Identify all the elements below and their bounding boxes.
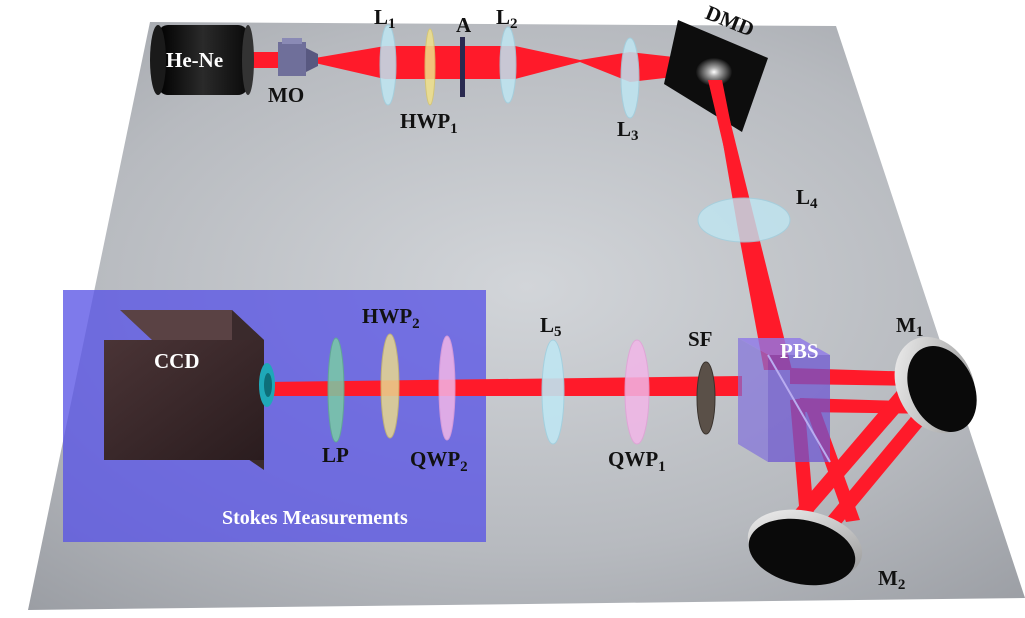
quarter-wave-plate-2 bbox=[438, 335, 456, 441]
mirror-m1 bbox=[894, 336, 977, 434]
label-lp: LP bbox=[322, 443, 349, 467]
lens-l3 bbox=[620, 37, 640, 119]
quarter-wave-plate-1 bbox=[624, 339, 650, 445]
aperture bbox=[460, 37, 465, 97]
label-qwp1: QWP1 bbox=[608, 447, 666, 475]
label-m2: M2 bbox=[878, 566, 905, 593]
label-a: A bbox=[456, 13, 472, 37]
ccd-camera bbox=[104, 310, 275, 470]
beam-m1-to-m2-2 bbox=[822, 394, 944, 530]
lens-l1 bbox=[379, 24, 397, 106]
half-wave-plate-2 bbox=[380, 333, 400, 439]
beam-dmd-to-pbs-2 bbox=[712, 80, 752, 230]
label-mo: MO bbox=[268, 83, 304, 107]
dmd bbox=[664, 20, 768, 132]
polarizing-beam-splitter bbox=[738, 338, 831, 463]
he-ne-laser bbox=[150, 25, 254, 95]
microscope-objective bbox=[278, 38, 318, 76]
label-qwp2: QWP2 bbox=[410, 447, 468, 475]
label-hwp1: HWP1 bbox=[400, 109, 458, 137]
beam-m1-to-m2 bbox=[792, 378, 924, 520]
half-wave-plate-1 bbox=[424, 28, 436, 106]
lens-l2 bbox=[499, 26, 517, 104]
lens-l5 bbox=[541, 339, 565, 445]
label-stokes-measurements: Stokes Measurements bbox=[222, 507, 408, 529]
lens-l4 bbox=[697, 197, 791, 243]
label-l4: L4 bbox=[796, 185, 818, 212]
label-l1: L1 bbox=[374, 5, 396, 32]
beam-dmd-to-pbs-3 bbox=[738, 230, 780, 370]
label-l5: L5 bbox=[540, 313, 562, 340]
label-m1: M1 bbox=[896, 313, 923, 340]
label-he-ne: He-Ne bbox=[166, 48, 223, 72]
mirror-m2 bbox=[747, 509, 863, 586]
spatial-filter bbox=[696, 361, 716, 435]
label-pbs: PBS bbox=[780, 339, 819, 363]
label-l3: L3 bbox=[617, 117, 639, 144]
linear-polarizer bbox=[327, 337, 345, 443]
label-l2: L2 bbox=[496, 5, 518, 32]
label-ccd: CCD bbox=[154, 349, 200, 373]
label-sf: SF bbox=[688, 327, 713, 351]
label-hwp2: HWP2 bbox=[362, 304, 420, 332]
